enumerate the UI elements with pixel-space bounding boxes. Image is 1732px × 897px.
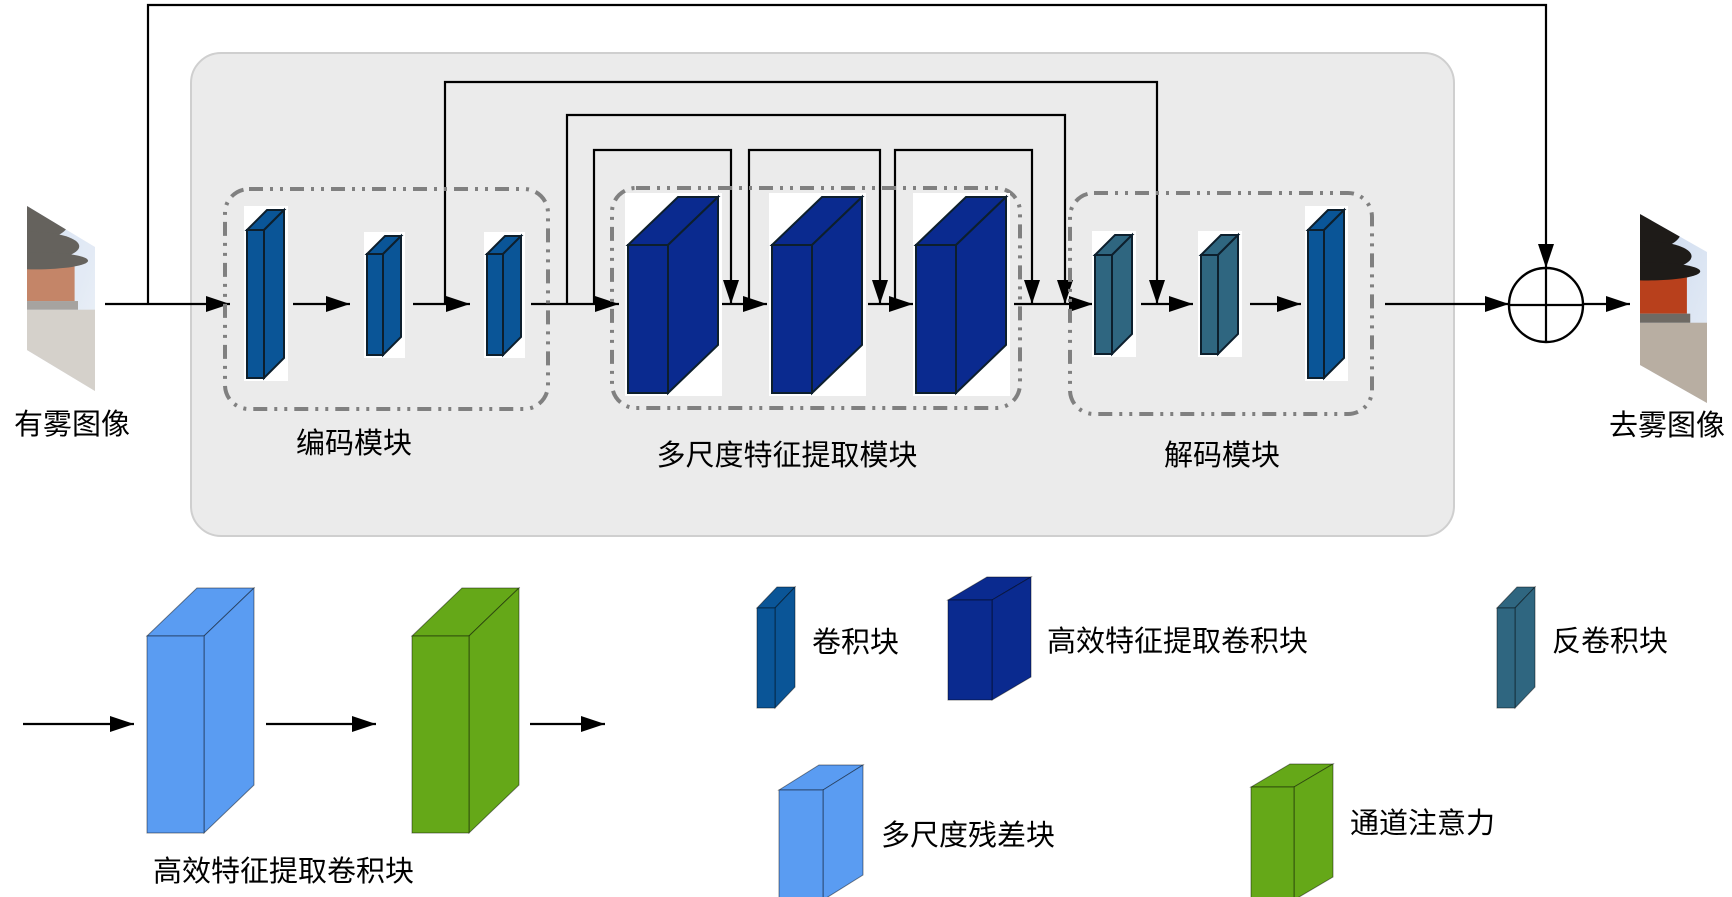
decoder-deconv-block-2	[1198, 231, 1242, 357]
encoder-module-label: 编码模块	[296, 426, 412, 460]
multiscale-module-label: 多尺度特征提取模块	[656, 438, 917, 472]
decoder-deconv-block-1	[1092, 231, 1136, 357]
dense-connection-1	[592, 148, 739, 304]
legend-channel-attention-swatch-side-face	[1293, 763, 1334, 897]
decoder-module-label: 解码模块	[1164, 438, 1280, 472]
photo-roof-3	[1640, 262, 1701, 281]
encoder-conv-block-2-side-face	[382, 233, 402, 358]
efficient-block-caption: 高效特征提取卷积块	[153, 854, 414, 888]
encoder-conv-block-1	[244, 206, 288, 381]
channel-attention-block	[410, 586, 521, 835]
photo-base	[1640, 313, 1691, 323]
encoder-conv-block-1-front-face	[246, 229, 265, 379]
legend-multiscale-residual-swatch-front-face	[778, 789, 824, 897]
legend-channel-attention-label: 通道注意力	[1350, 806, 1495, 840]
decoder-deconv-block-2-side-face	[1217, 232, 1239, 357]
legend-deconv-swatch-side-face	[1514, 585, 1536, 710]
encoder-conv-block-3-front-face	[486, 253, 504, 356]
multiscale-module-box	[610, 186, 1022, 410]
global-skip-connection	[146, 3, 1554, 304]
legend-efficient-conv-swatch-front-face	[947, 599, 993, 701]
skip-connection-multiscale-to-decoder	[565, 113, 1073, 304]
encoder-conv-block-3-side-face	[502, 233, 522, 358]
legend-conv-swatch-front-face	[756, 607, 776, 709]
decoder-conv-block-front-face	[1307, 229, 1325, 379]
multiscale-residual-block	[145, 586, 256, 835]
legend-multiscale-residual-swatch	[777, 764, 865, 897]
decoder-conv-block-side-face	[1323, 207, 1345, 381]
photo-base	[27, 301, 78, 310]
sum-node	[1507, 266, 1585, 344]
legend-deconv-label: 反卷积块	[1552, 624, 1668, 658]
input-label: 有雾图像	[14, 407, 130, 441]
encoder-conv-block-2	[364, 232, 405, 358]
photo-roof-3	[27, 252, 89, 270]
decoder-deconv-block-1-side-face	[1111, 232, 1133, 357]
multiscale-efficient-block-1-front-face	[627, 244, 669, 394]
legend-conv-swatch-side-face	[774, 585, 796, 710]
legend-multiscale-residual-label: 多尺度残差块	[881, 818, 1055, 852]
multiscale-residual-block-front-face	[146, 635, 205, 834]
multiscale-efficient-block-3	[913, 193, 1010, 396]
encoder-module-box	[223, 187, 550, 411]
photo-ground	[1640, 322, 1707, 403]
decoder-conv-block	[1305, 206, 1348, 381]
encoder-conv-block-2-front-face	[366, 253, 384, 356]
legend-conv-swatch	[755, 585, 797, 710]
legend-deconv-swatch-front-face	[1496, 607, 1516, 709]
legend-efficient-conv-label: 高效特征提取卷积块	[1047, 624, 1308, 658]
legend-efficient-conv-swatch	[946, 576, 1033, 701]
photo-haze	[27, 206, 95, 391]
dense-connection-3	[893, 148, 1040, 304]
encoder-conv-block-3	[484, 232, 525, 358]
channel-attention-block-front-face	[411, 635, 470, 834]
decoder-module-box	[1068, 191, 1374, 416]
encoder-conv-block-1-side-face	[263, 207, 285, 381]
legend-channel-attention-swatch-front-face	[1250, 786, 1295, 897]
multiscale-efficient-block-3-front-face	[915, 244, 957, 394]
multiscale-efficient-block-2	[769, 193, 866, 396]
legend-conv-label: 卷积块	[812, 625, 899, 659]
decoder-deconv-block-1-front-face	[1094, 254, 1113, 355]
decoder-deconv-block-2-front-face	[1200, 254, 1219, 355]
legend-deconv-swatch	[1495, 585, 1537, 710]
output-label: 去雾图像	[1609, 408, 1725, 442]
multiscale-efficient-block-1	[625, 193, 722, 396]
multiscale-efficient-block-2-front-face	[771, 244, 813, 394]
legend-channel-attention-swatch	[1249, 763, 1335, 897]
dense-connection-2	[747, 148, 888, 304]
